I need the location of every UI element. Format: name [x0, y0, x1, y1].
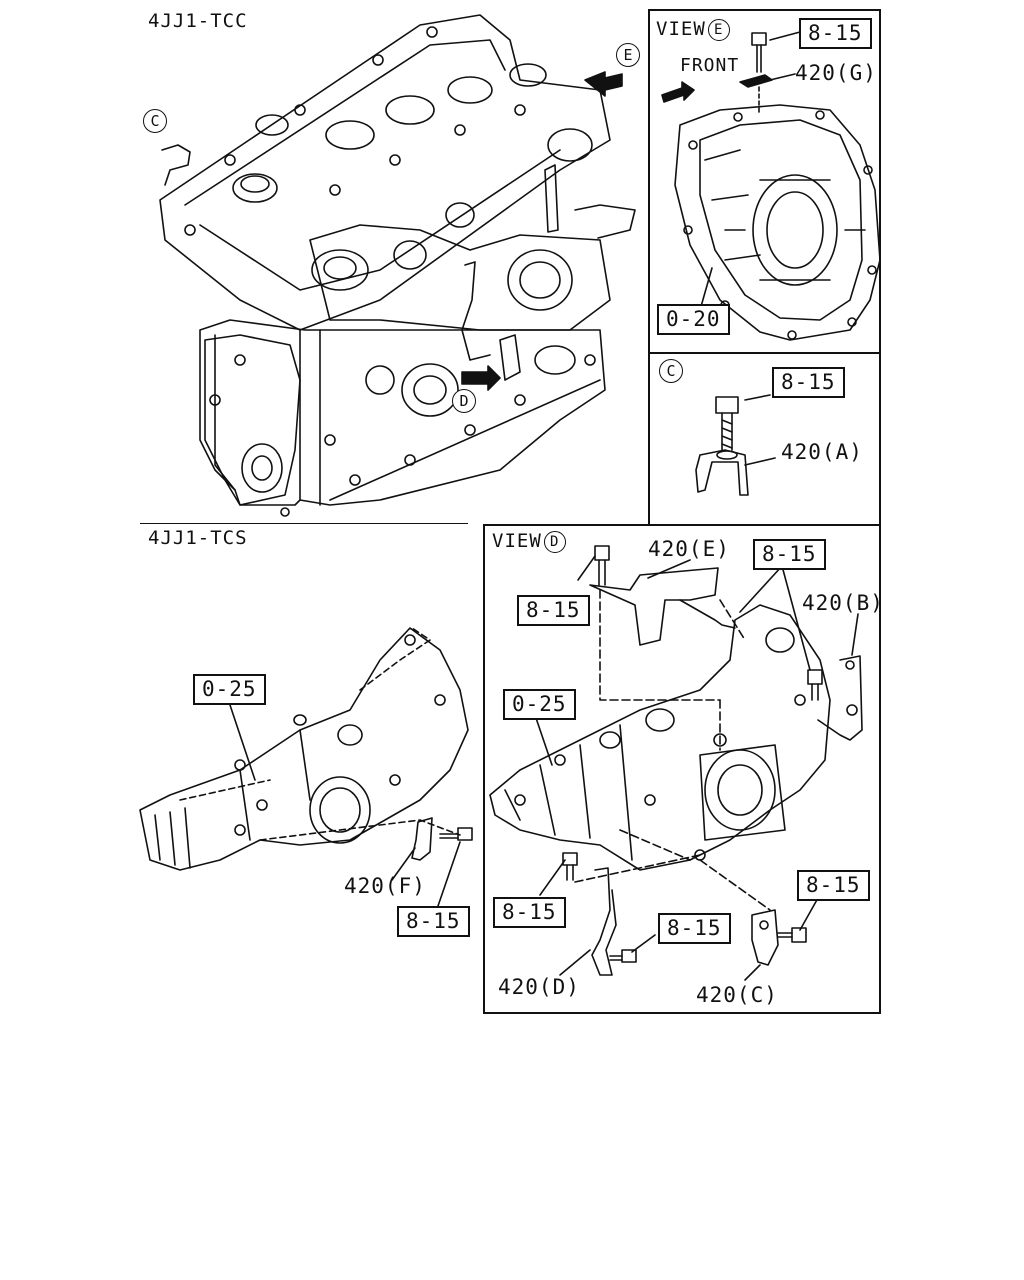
tcs-manifold-ref-box: 0-25 — [193, 674, 266, 705]
tcs-model-label: 4JJ1-TCS — [148, 527, 248, 549]
callout-d-marker: D — [452, 389, 476, 413]
view-e-part-g-label: 420(G) — [795, 61, 877, 85]
view-e-title-word: VIEW — [656, 18, 706, 40]
view-d-bolt-ref-left-box: 8-15 — [517, 595, 590, 626]
view-d-bolt-ref-lower-left-box: 8-15 — [493, 897, 566, 928]
view-c-part-a-label: 420(A) — [781, 440, 863, 464]
tcs-manifold-drawing — [139, 627, 473, 907]
view-d-bolt-ref-top-right-box: 8-15 — [753, 539, 826, 570]
view-d-part-d-label: 420(D) — [498, 975, 580, 999]
view-d-part-b-label: 420(B) — [802, 591, 884, 615]
tcs-bolt-ref-box: 8-15 — [397, 906, 470, 937]
view-c-bracket-drawing — [695, 394, 776, 496]
view-d-bolt-ref-lower-mid-box: 8-15 — [658, 913, 731, 944]
callout-c-marker: C — [143, 109, 167, 133]
view-d-letter: D — [543, 531, 566, 553]
view-d-frame — [483, 524, 881, 1014]
view-c-frame — [648, 352, 881, 526]
view-e-cover-drawing — [661, 31, 881, 341]
view-e-letter: E — [707, 19, 730, 41]
view-e-bolt-ref-box: 8-15 — [799, 18, 872, 49]
tcc-model-label: 4JJ1-TCC — [148, 10, 248, 32]
tcs-part-f-label: 420(F) — [344, 874, 426, 898]
view-d-title-word: VIEW — [492, 530, 542, 552]
section-divider — [140, 523, 468, 524]
view-d-assembly-drawing — [489, 545, 863, 981]
view-e-front-label: FRONT — [680, 55, 740, 76]
view-d-manifold-ref-box: 0-25 — [503, 689, 576, 720]
view-d-part-e-label: 420(E) — [648, 537, 730, 561]
view-d-part-c-label: 420(C) — [696, 983, 778, 1007]
engine-block-drawing — [159, 14, 636, 517]
callout-e-marker: E — [616, 43, 640, 67]
view-e-cover-ref-box: 0-20 — [657, 304, 730, 335]
view-d-bolt-ref-lower-right-box: 8-15 — [797, 870, 870, 901]
view-c-letter: C — [659, 359, 683, 383]
view-c-bolt-ref-box: 8-15 — [772, 367, 845, 398]
